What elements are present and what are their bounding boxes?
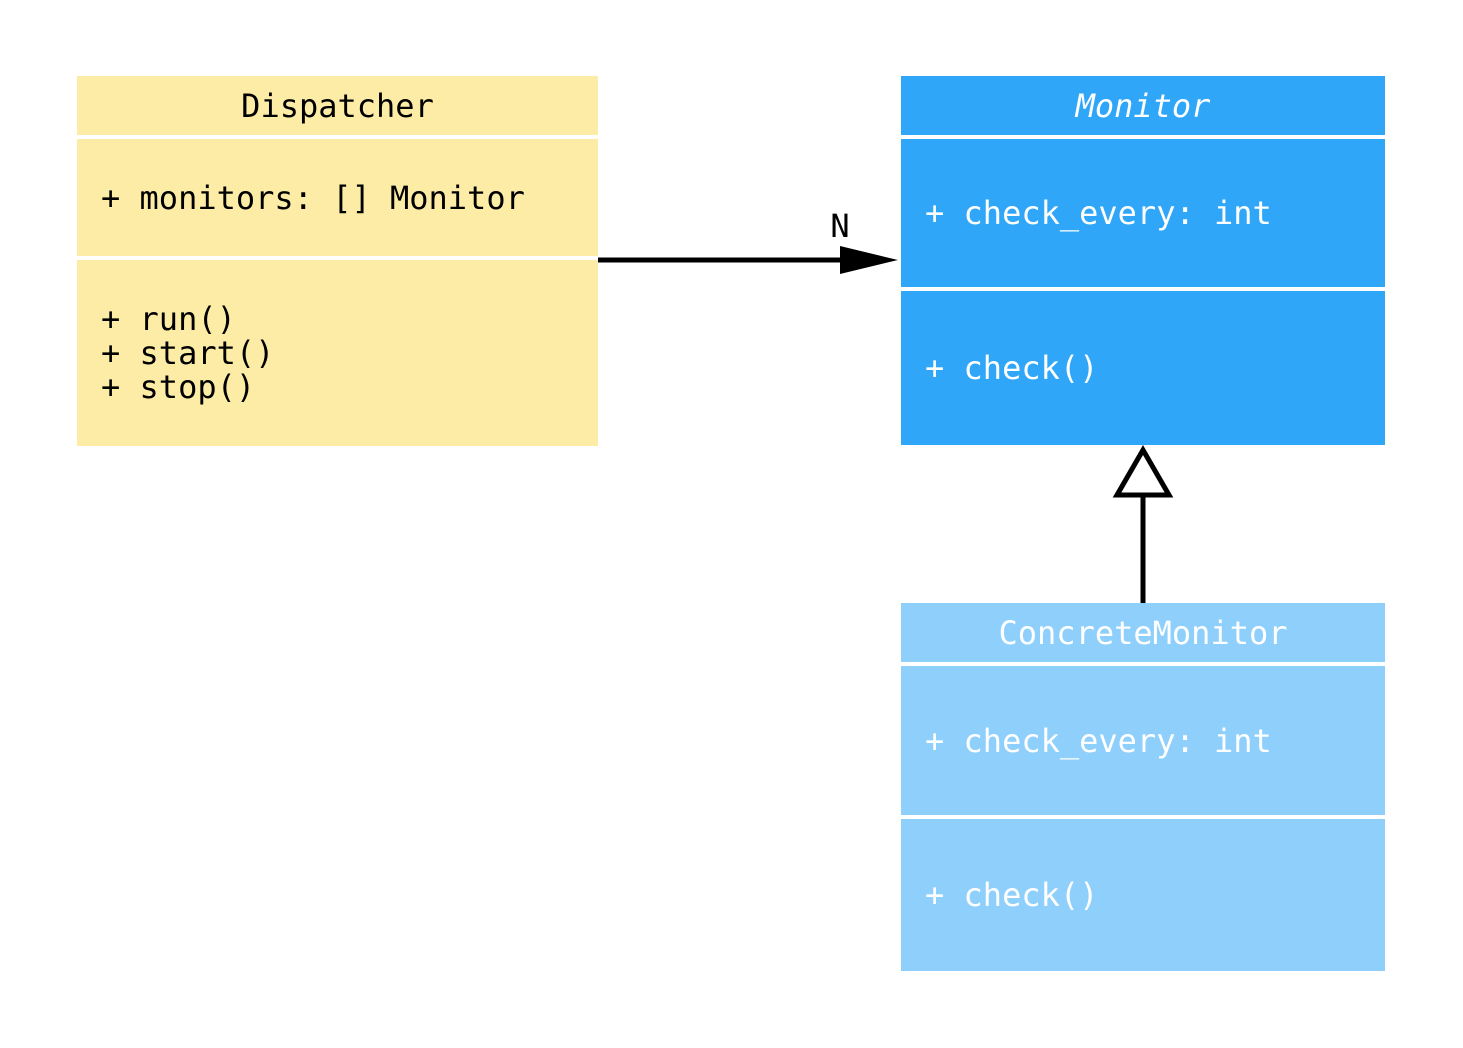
class-name-label: Monitor — [1075, 86, 1211, 125]
method-label: + stop() — [101, 368, 256, 406]
class-name-label: Dispatcher — [241, 86, 434, 125]
method-label: + run() — [101, 300, 236, 338]
attributes-section-dispatcher: + monitors: [] Monitor — [77, 139, 598, 256]
class-box-dispatcher: Dispatcher + monitors: [] Monitor + run(… — [77, 76, 598, 446]
hollow-triangle-arrowhead-icon — [1112, 445, 1174, 498]
association-arrow-dispatcher-to-monitor — [598, 246, 898, 274]
method-label: + start() — [101, 334, 275, 372]
attribute-label: + check_every: int — [925, 194, 1272, 232]
methods-section-monitor: + check() — [901, 291, 1385, 445]
attribute-label: + check_every: int — [925, 721, 1272, 760]
attributes-section-concrete-monitor: + check_every: int — [901, 666, 1385, 815]
class-name-label: ConcreteMonitor — [998, 613, 1288, 652]
filled-arrowhead-icon — [840, 246, 898, 274]
inheritance-arrow-concrete-monitor-to-monitor — [1112, 445, 1174, 603]
attributes-section-monitor: + check_every: int — [901, 139, 1385, 287]
class-header-monitor: Monitor — [901, 76, 1385, 135]
class-box-concrete-monitor: ConcreteMonitor + check_every: int + che… — [901, 603, 1385, 971]
attribute-label: + monitors: [] Monitor — [101, 178, 525, 217]
class-header-concrete-monitor: ConcreteMonitor — [901, 603, 1385, 662]
method-label: + check() — [925, 349, 1099, 387]
association-multiplicity-label: N — [830, 207, 850, 245]
methods-section-dispatcher: + run() + start() + stop() — [77, 260, 598, 446]
class-header-dispatcher: Dispatcher — [77, 76, 598, 135]
methods-section-concrete-monitor: + check() — [901, 819, 1385, 971]
class-box-monitor: Monitor + check_every: int + check() — [901, 76, 1385, 445]
method-label: + check() — [925, 876, 1099, 914]
